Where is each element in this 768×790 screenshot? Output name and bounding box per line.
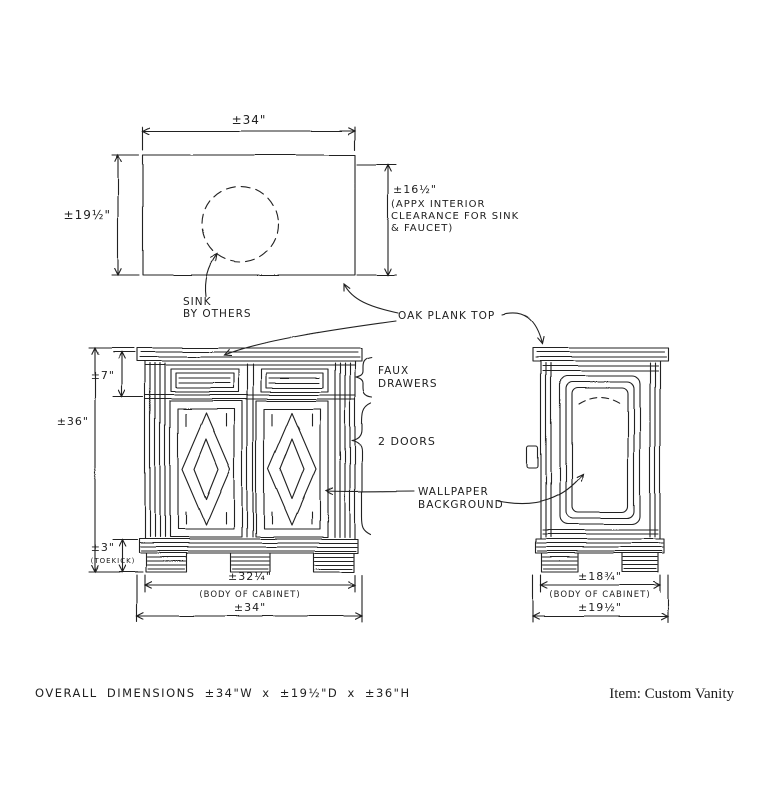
side-body-depth-dimension — [541, 574, 660, 593]
top-width-label: ±34" — [232, 113, 267, 127]
sink-callout-arrow — [204, 254, 217, 297]
interior-clearance-dimension — [356, 165, 397, 275]
top-view — [142, 154, 356, 276]
front-body-width-dimension — [145, 574, 355, 593]
interior-note-line2: CLEARANCE FOR SINK — [391, 211, 519, 222]
drawer-height-dimension — [112, 352, 144, 397]
wallpaper-arrow-to-side — [497, 474, 583, 505]
front-view — [136, 347, 363, 573]
toekick-height-label: ±3" — [91, 541, 115, 554]
doors-brace — [351, 402, 372, 535]
oak-top-arrow-to-side — [501, 312, 542, 344]
sink-cutout-circle — [201, 185, 279, 263]
two-doors-label: 2 DOORS — [378, 435, 436, 448]
front-base — [138, 538, 359, 573]
side-overall-depth-label: ±19½" — [578, 601, 622, 614]
side-knob — [526, 445, 539, 469]
front-body-note-label: (BODY OF CABINET) — [199, 590, 300, 600]
front-body-width-label: ±32¼" — [228, 570, 272, 583]
faux-drawers-label-line1: FAUX — [378, 365, 409, 377]
faux-drawers-label-line2: DRAWERS — [378, 378, 438, 390]
door-right — [255, 400, 329, 538]
faux-drawer-left — [170, 368, 239, 393]
interior-note-line1: (APPX INTERIOR — [391, 199, 485, 210]
item-title: Item: Custom Vanity — [609, 686, 734, 702]
front-overall-width-label: ±34" — [234, 601, 266, 614]
side-base — [535, 538, 665, 573]
oak-top-arrow-to-front — [224, 320, 397, 355]
door-left — [169, 400, 243, 538]
top-depth-label: ±19½" — [64, 208, 111, 222]
toekick-note-label: (TOEKICK) — [91, 557, 136, 565]
interior-note-line3: & FAUCET) — [391, 223, 453, 234]
side-panel-dashed-arch — [578, 396, 622, 405]
top-depth-dimension — [111, 155, 140, 275]
side-overall-depth-dimension — [533, 574, 668, 623]
oak-plank-top-label: OAK PLANK TOP — [398, 310, 495, 322]
side-countertop — [532, 347, 669, 362]
side-body-note-label: (BODY OF CABINET) — [549, 590, 650, 600]
faux-drawer-right — [260, 368, 329, 393]
faux-drawers-brace — [355, 356, 373, 398]
toekick-dimension — [112, 540, 138, 572]
front-countertop — [136, 347, 363, 362]
linework — [88, 126, 669, 623]
overall-height-label: ±36" — [57, 415, 89, 428]
wallpaper-label-line2: BACKGROUND — [418, 499, 504, 511]
overall-height-dimension — [88, 348, 144, 572]
overall-dimensions-line: OVERALL DIMENSIONS ±34"W x ±19½"D x ±36"… — [35, 686, 411, 700]
sink-note-line2: BY OTHERS — [183, 308, 252, 320]
side-view — [526, 347, 669, 573]
top-width-dimension — [143, 126, 355, 151]
side-body-depth-label: ±18¾" — [578, 570, 622, 583]
front-overall-width-dimension — [137, 574, 362, 623]
annotations: ±34" ±19½" ±16½" (APPX INTERIOR CLEARANC… — [35, 113, 734, 702]
top-view-outline — [142, 154, 356, 276]
drawer-height-label: ±7" — [91, 369, 115, 382]
wallpaper-label-line1: WALLPAPER — [418, 486, 489, 498]
sink-note-line1: SINK — [183, 296, 212, 308]
interior-dim-label: ±16½" — [393, 183, 437, 196]
oak-top-arrow-to-plan — [344, 284, 399, 314]
